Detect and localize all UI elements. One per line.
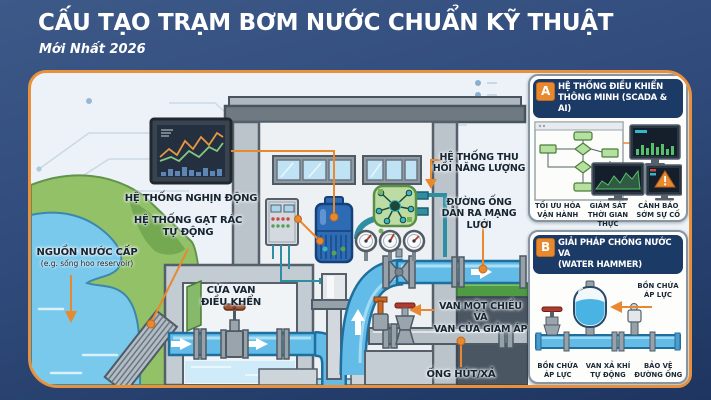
trash-rack — [103, 309, 179, 385]
label-monitoring-system: HỆ THỐNG NGHỊN ĐỘNG — [124, 193, 258, 204]
suction-pipe-assembly — [364, 296, 528, 385]
scada-illustration — [534, 121, 682, 201]
callout-arrow — [610, 301, 652, 314]
pressure-reducing-valve — [394, 302, 416, 345]
pump-station-illustration — [31, 80, 528, 385]
panel-b-badge: B — [536, 238, 555, 257]
intake-gate-valve — [220, 303, 249, 359]
check-valve — [372, 296, 389, 331]
panel-b-header: B GIẢI PHÁP CHỐNG NƯỚC VA (WATER HAMMER) — [533, 235, 683, 275]
butterfly-valve — [382, 248, 416, 289]
pressure-tank — [573, 280, 607, 336]
panel-a-header: A HỆ THỐNG ĐIỀU KHIỂN THÔNG MINH (SCADA … — [533, 79, 683, 119]
label-water-source: NGUỒN NƯỚC CẤP (e.g. sống hoo reservoir) — [36, 247, 138, 268]
pressure-gauges — [354, 229, 426, 261]
water-hammer-illustration — [535, 280, 681, 352]
flowchart-links — [547, 140, 611, 184]
discharge-pipe — [339, 248, 527, 376]
control-cabinet — [265, 198, 299, 263]
flowchart-nodes — [539, 131, 619, 192]
scada-monitor — [629, 124, 681, 167]
label-suction-pipe: ỐNG HÚT/XẢ — [426, 369, 496, 380]
panel-water-hammer: B GIẢI PHÁP CHỐNG NƯỚC VA (WATER HAMMER) — [528, 230, 688, 384]
annotation-connectors — [70, 150, 484, 367]
window — [362, 155, 422, 185]
page-subtitle: Mới Nhất 2026 — [39, 42, 146, 57]
surge-pipe — [535, 331, 681, 352]
monitoring-display — [149, 117, 233, 185]
trend-monitor — [591, 162, 645, 201]
alert-monitor — [645, 164, 682, 201]
energy-recovery-unit — [354, 184, 447, 257]
surge-gate-valve — [541, 306, 563, 336]
air-release-valve — [627, 303, 642, 336]
window — [272, 155, 356, 185]
page-title: CẤU TẠO TRẠM BƠM NƯỚC CHUẨN KỸ THUẬT — [38, 10, 614, 36]
panel-a-badge: A — [536, 82, 555, 101]
annotation-markers — [65, 179, 488, 346]
panel-scada-ai: A HỆ THỐNG ĐIỀU KHIỂN THÔNG MINH (SCADA … — [528, 74, 688, 228]
